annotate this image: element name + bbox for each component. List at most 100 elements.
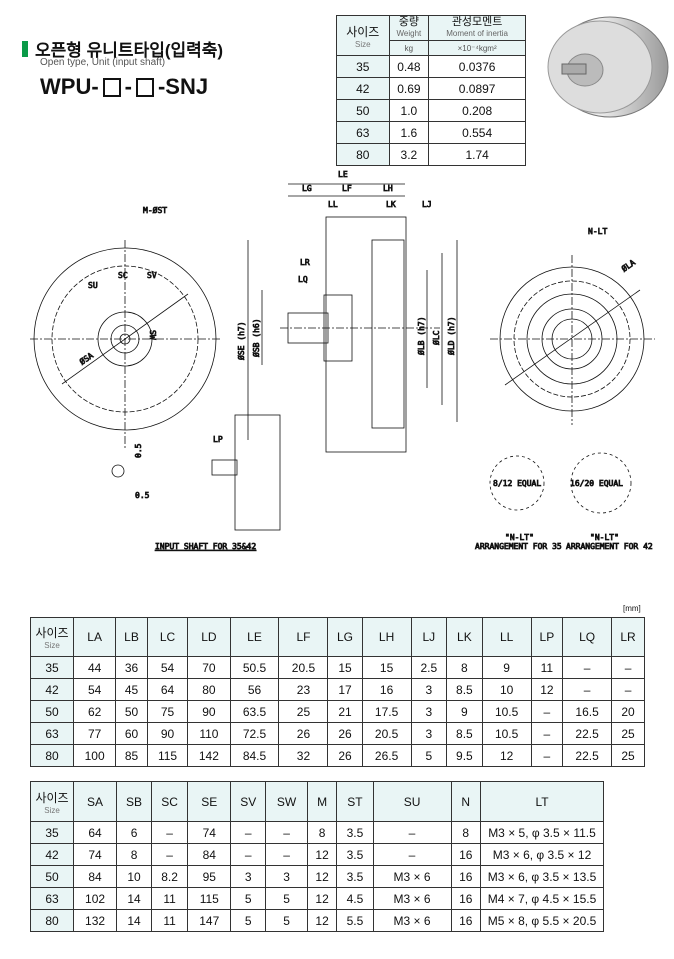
label-arr42: ARRANGEMENT FOR 42 [566,542,653,551]
ratio-placeholder-box [135,77,154,97]
label-lr: LR [300,258,310,267]
label-lk: LK [386,200,396,209]
front-view-right [490,255,655,425]
table-cell: 2.5 [410,656,448,679]
label-sa: ØSA [77,350,95,367]
arrangement-35 [489,455,545,511]
size-cell: 42 [30,678,74,701]
label-la: ØLA [619,257,637,274]
table-cell: 74 [187,821,232,844]
table-cell: 62 [72,700,117,723]
column-header: LA [72,617,117,657]
model-sep: - [124,74,132,99]
size-cell: 50 [30,865,74,888]
label-05a: 0.5 [134,443,143,458]
product-photo [547,16,669,118]
column-header: SA [72,781,118,822]
table-cell: 50.5 [229,656,280,679]
column-header: LE [229,617,280,657]
table-cell: 26 [278,722,329,745]
label-lc: ØLC [431,330,441,345]
column-header: LD [187,617,231,657]
table-cell: 9.5 [446,744,483,767]
label-eq35: 8/12 EQUAL [493,479,541,488]
size-cell: 50 [336,99,390,122]
table-cell: 6 [116,821,152,844]
table-cell: 90 [187,700,231,723]
table-cell: 26 [327,744,363,767]
table-cell: – [530,744,564,767]
table-cell: 8 [450,821,481,844]
table-cell: – [562,678,613,701]
label-lq: LQ [298,275,308,284]
table-cell: 10 [481,678,532,701]
model-suffix: -SNJ [157,74,209,99]
column-header: LQ [562,617,613,657]
column-header: ST [336,781,374,822]
table-cell: – [372,843,452,866]
column-header: LJ [410,617,448,657]
table-cell: 36 [115,656,148,679]
table-cell: 32 [278,744,329,767]
label-sv: SV [147,271,157,280]
size-en: Size [44,805,60,815]
section-view [247,183,458,453]
size-cell: 42 [336,77,390,100]
label-ll: LL [328,200,338,209]
table-cell: – [530,722,564,745]
column-header: SE [187,781,232,822]
table-cell: – [611,656,645,679]
table-cell: 1.0 [388,99,430,122]
table-cell: 5 [230,909,267,932]
table-cell: 3.2 [388,143,430,166]
table-cell: 8.5 [446,722,483,745]
table-cell: 15 [361,656,412,679]
table-cell: 16.5 [562,700,613,723]
size-cell: 50 [30,700,74,723]
table-cell: 20 [611,700,645,723]
table-cell: 26.5 [361,744,412,767]
table-cell: 16 [450,843,481,866]
table-cell: 5 [230,887,267,910]
table-cell: 90 [146,722,189,745]
table-cell: – [265,821,308,844]
table-cell: 8 [116,843,152,866]
label-m-st: M-ØST [143,205,167,215]
size-cell: 80 [336,143,390,166]
table-cell: 20.5 [361,722,412,745]
table-cell: 80 [187,678,231,701]
subtitle: Open type, Unit (input shaft) [40,57,166,68]
column-header: SW [265,781,308,822]
table-cell: 3 [410,722,448,745]
table-cell: 9 [446,700,483,723]
table-cell: 147 [187,909,232,932]
size-cell: 35 [30,821,74,844]
label-arr42-q: "N-LT" [590,533,619,542]
table-cell: – [562,656,613,679]
table-cell: 95 [187,865,232,888]
table-cell: 11 [530,656,564,679]
table-cell: 84 [72,865,118,888]
label-sc: SC [118,271,128,280]
label-lh: LH [383,184,393,193]
table-cell: M3 × 6 [372,909,452,932]
table-cell: 100 [72,744,117,767]
table-cell: 3 [410,700,448,723]
table-cell: 115 [187,887,232,910]
table-cell: 16 [361,678,412,701]
table-cell: 11 [150,909,189,932]
label-arr35: ARRANGEMENT FOR 35 [475,542,562,551]
table-cell: 22.5 [562,744,613,767]
column-header: M [306,781,338,822]
